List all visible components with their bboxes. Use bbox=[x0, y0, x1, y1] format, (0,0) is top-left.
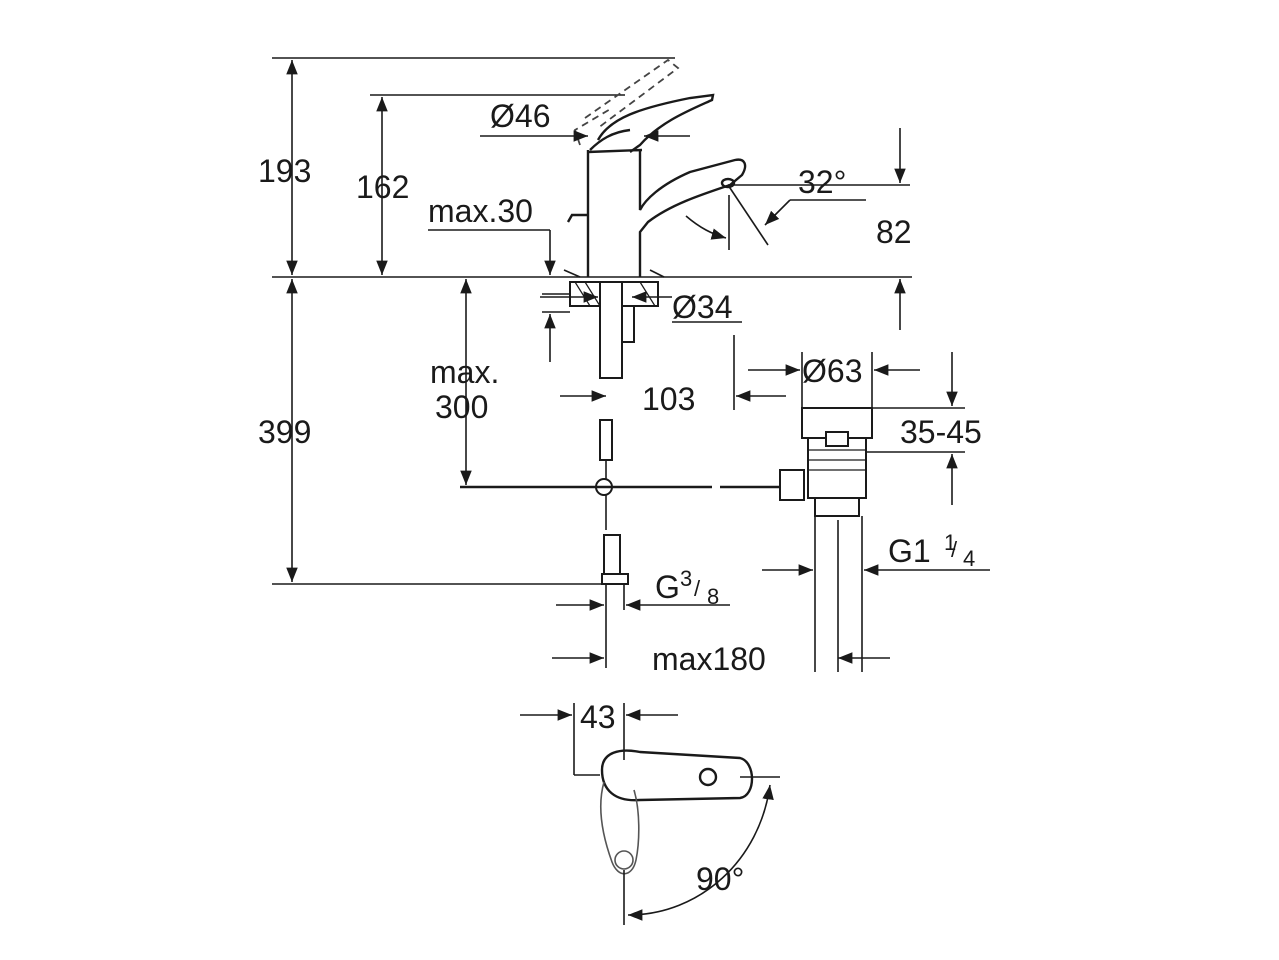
label-waste-thread-num: 1 bbox=[944, 530, 956, 555]
waste-nut bbox=[825, 431, 849, 447]
label-43: 43 bbox=[580, 699, 616, 735]
supply-nut bbox=[601, 573, 629, 585]
label-193: 193 bbox=[258, 153, 311, 189]
label-dia-34: Ø34 bbox=[672, 289, 732, 325]
dimension-labels: 193 162 Ø46 max.30 32° 82 Ø34 max. 300 1… bbox=[258, 98, 982, 897]
supply-hose-lower bbox=[599, 419, 613, 461]
overflow-connector bbox=[779, 469, 805, 501]
top-lever-outline bbox=[600, 749, 754, 802]
supply-hose bbox=[599, 281, 623, 379]
label-angle-32: 32° bbox=[798, 164, 846, 200]
aerator bbox=[720, 177, 736, 189]
label-waste-thread-slash: / bbox=[951, 537, 958, 562]
label-35-45: 35-45 bbox=[900, 414, 982, 450]
raised-lever-outline-2 bbox=[573, 107, 613, 146]
threaded-rod bbox=[621, 305, 635, 343]
label-dia-46: Ø46 bbox=[490, 98, 550, 134]
label-max-180: max180 bbox=[652, 641, 766, 677]
waste-assembly bbox=[779, 407, 873, 672]
label-waste-thread-den: 4 bbox=[963, 546, 975, 571]
body-top bbox=[587, 148, 643, 154]
label-dia-63: Ø63 bbox=[802, 353, 862, 389]
dimension-lines bbox=[272, 60, 990, 672]
label-supply-thread-num: 3 bbox=[680, 566, 692, 591]
raised-lever-outline bbox=[584, 58, 680, 129]
label-supply-thread-den: 8 bbox=[707, 584, 719, 609]
body-spout bbox=[638, 150, 747, 277]
supply-connector bbox=[603, 534, 621, 576]
label-82: 82 bbox=[876, 214, 912, 250]
label-90-degrees: 90° bbox=[696, 861, 744, 897]
label-max: max. bbox=[430, 354, 499, 390]
label-supply-thread-slash: / bbox=[694, 576, 701, 601]
lever-base bbox=[589, 128, 631, 151]
label-103: 103 bbox=[642, 381, 695, 417]
waste-tail-top bbox=[814, 497, 860, 517]
label-waste-thread: G1 bbox=[888, 533, 931, 569]
lever-handle bbox=[596, 93, 715, 153]
label-max-30: max.30 bbox=[428, 193, 533, 229]
label-162: 162 bbox=[356, 169, 409, 205]
label-300: 300 bbox=[435, 389, 488, 425]
rotated-lever-dot bbox=[614, 850, 634, 870]
popup-rod bbox=[566, 213, 588, 223]
faucet-top-view bbox=[520, 703, 780, 925]
label-supply-thread: G bbox=[655, 569, 680, 605]
top-lever-dot bbox=[698, 767, 718, 787]
label-399: 399 bbox=[258, 414, 311, 450]
